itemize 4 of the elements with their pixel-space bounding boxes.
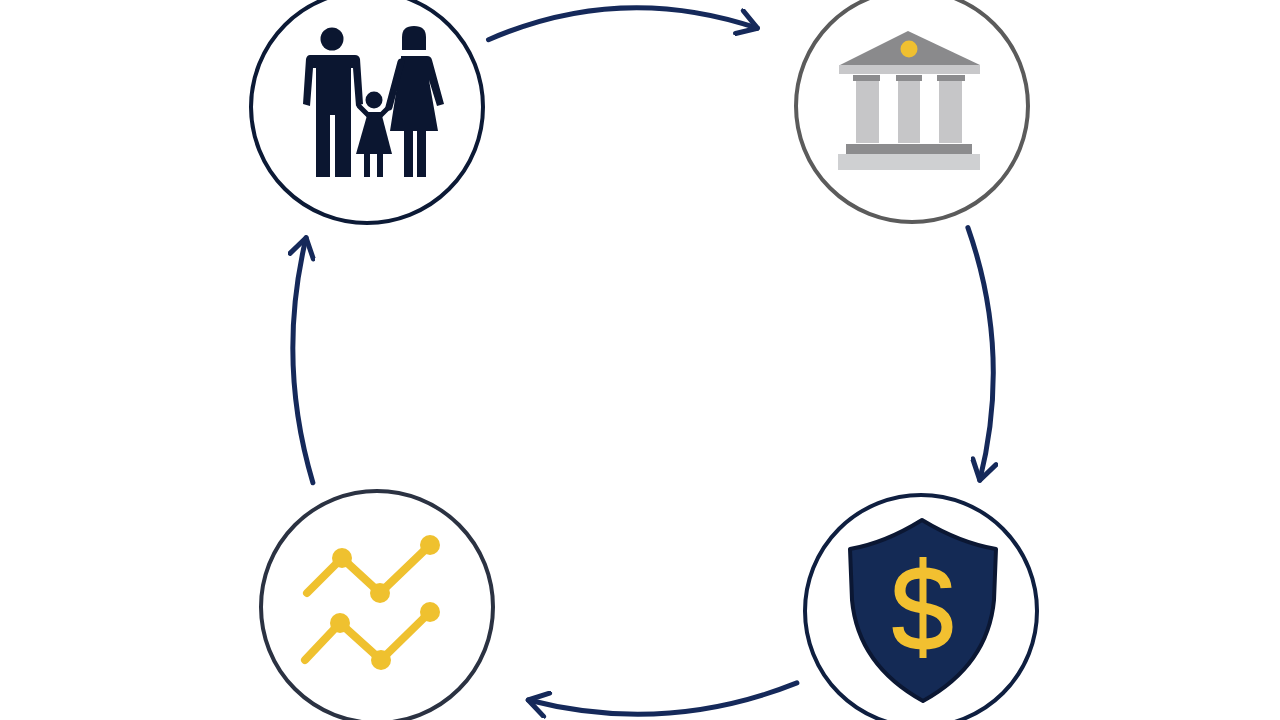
curved-arrow	[965, 225, 999, 483]
curved-arrow	[486, 5, 760, 43]
curved-arrow	[525, 680, 800, 719]
curved-arrow	[287, 235, 317, 486]
